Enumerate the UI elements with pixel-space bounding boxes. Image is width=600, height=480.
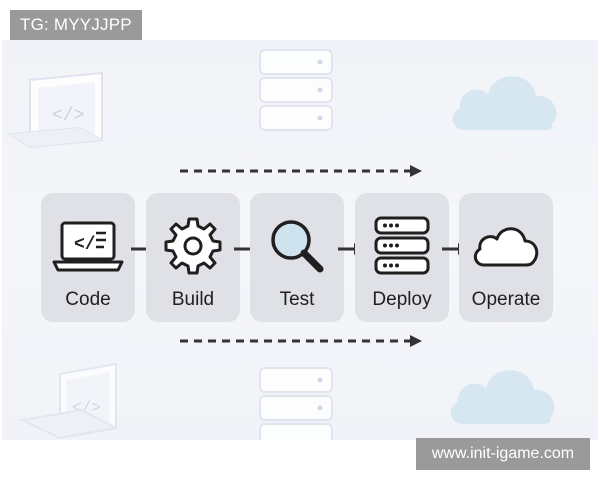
stage-label-operate: Operate — [471, 289, 541, 310]
stage-deploy: Deploy — [355, 193, 449, 322]
stage-label-test: Test — [279, 289, 315, 310]
watermark-bottom-right: www.init-igame.com — [416, 438, 590, 470]
faded-server-stack-icon-top — [259, 49, 333, 131]
dashed-flow-arrow-top — [180, 165, 422, 177]
stage-label-deploy: Deploy — [372, 289, 432, 310]
faded-server-stack-icon-bottom — [259, 367, 333, 440]
magnifier-icon — [250, 215, 344, 277]
stage-test: Test — [250, 193, 344, 322]
stage-build: Build — [146, 193, 240, 322]
svg-text:</: </ — [74, 235, 96, 255]
dashed-flow-arrow-bottom — [180, 335, 422, 347]
stage-code: </ Code — [41, 193, 135, 322]
stage-label-build: Build — [171, 289, 215, 310]
faded-cloud-icon-top — [452, 76, 557, 130]
cloud-icon — [459, 215, 553, 277]
faded-laptop-icon-bottom: </> — [18, 362, 120, 440]
watermark-top-left: TG: MYYJJPP — [10, 10, 142, 40]
gear-icon — [146, 215, 240, 277]
background-decorations: </> </> — [7, 49, 557, 440]
stage-label-code: Code — [65, 289, 111, 310]
faded-cloud-icon-bottom — [450, 370, 555, 424]
svg-text:</>: </> — [52, 106, 84, 126]
server-stack-icon — [355, 215, 449, 277]
faded-laptop-icon-top: </> — [7, 71, 106, 149]
stage-operate: Operate — [459, 193, 553, 322]
code-laptop-icon: </ — [41, 215, 135, 277]
